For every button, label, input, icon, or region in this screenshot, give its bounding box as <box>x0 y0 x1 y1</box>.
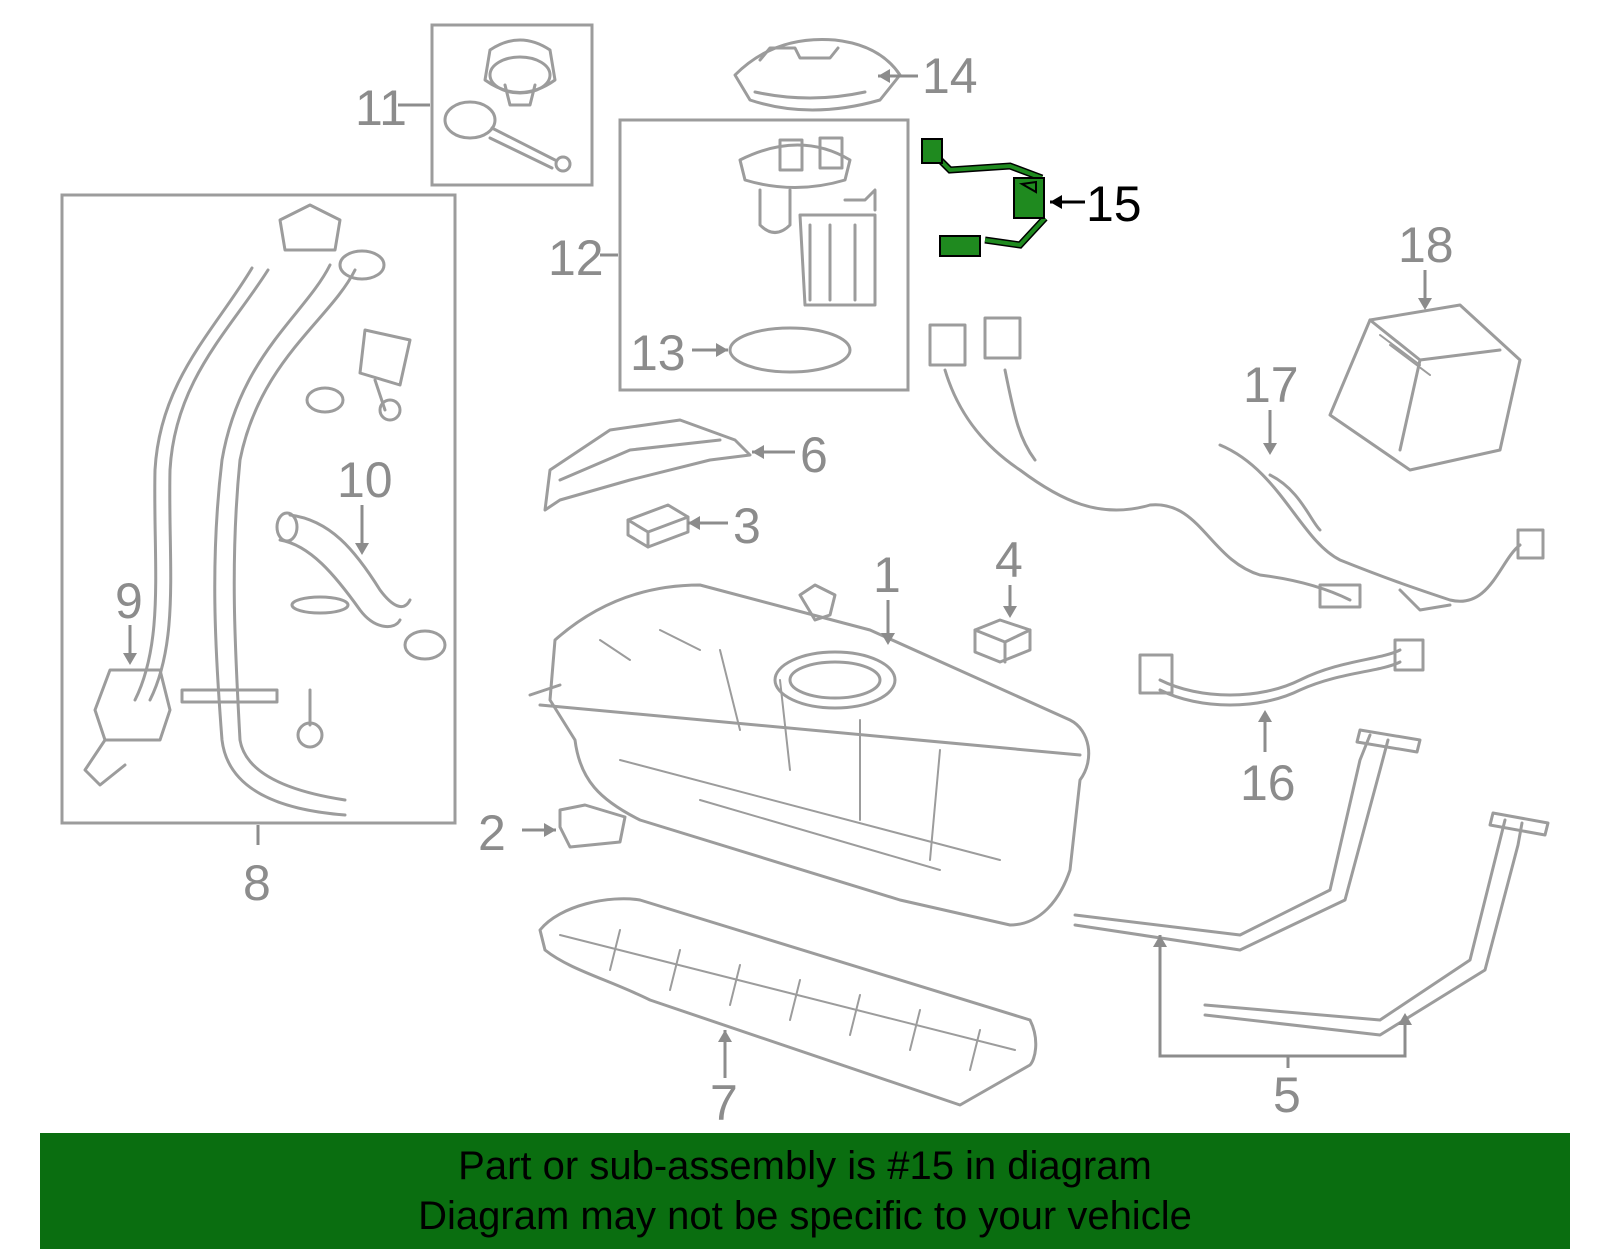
callout-3[interactable]: 3 <box>733 498 761 554</box>
info-banner: Part or sub-assembly is #15 in diagram D… <box>40 1133 1570 1249</box>
callout-15[interactable]: 15 <box>1086 176 1142 232</box>
part-4-pad[interactable] <box>973 618 1032 664</box>
callout-18[interactable]: 18 <box>1398 217 1454 273</box>
part-17-wiring-harness[interactable] <box>928 316 1545 612</box>
part-6-heat-shield[interactable] <box>543 418 752 512</box>
callout-7[interactable]: 7 <box>710 1075 738 1131</box>
part-11-fuel-cap[interactable] <box>430 23 594 187</box>
callout-11[interactable]: 11 <box>355 80 407 136</box>
banner-line-2: Diagram may not be specific to your vehi… <box>418 1194 1192 1238</box>
part-8-filler-pipe-assembly[interactable] <box>60 193 457 825</box>
part-1-fuel-tank[interactable] <box>528 583 1091 927</box>
callout-17[interactable]: 17 <box>1243 357 1299 413</box>
part-7-tank-shield[interactable] <box>538 897 1038 1107</box>
callout-4[interactable]: 4 <box>995 532 1023 588</box>
callout-16[interactable]: 16 <box>1240 755 1296 811</box>
part-14-lock-ring[interactable] <box>733 37 902 112</box>
part-13-seal-ring[interactable] <box>728 326 852 374</box>
part-16-jumper-harness[interactable] <box>1138 638 1425 707</box>
callout-13[interactable]: 13 <box>630 325 686 381</box>
callout-6[interactable]: 6 <box>800 427 828 483</box>
callout-12[interactable]: 12 <box>548 230 604 286</box>
callout-9[interactable]: 9 <box>115 573 143 629</box>
banner-line-1: Part or sub-assembly is #15 in diagram <box>458 1144 1152 1188</box>
callout-1[interactable]: 1 <box>873 547 901 603</box>
part-15-fuel-sender-harness[interactable] <box>921 138 1048 257</box>
callout-14[interactable]: 14 <box>922 48 978 104</box>
part-2-pad[interactable] <box>558 803 627 849</box>
leader-5 <box>1158 935 1407 1058</box>
part-5-tank-straps[interactable] <box>1073 728 1550 1037</box>
callout-5[interactable]: 5 <box>1273 1067 1301 1123</box>
callout-2[interactable]: 2 <box>478 805 506 861</box>
callout-10[interactable]: 10 <box>337 452 393 508</box>
part-12-fuel-pump-module[interactable] <box>618 118 910 392</box>
callout-8[interactable]: 8 <box>243 855 271 911</box>
part-18-evap-canister[interactable] <box>1328 303 1522 472</box>
part-3-pad[interactable] <box>626 503 690 549</box>
